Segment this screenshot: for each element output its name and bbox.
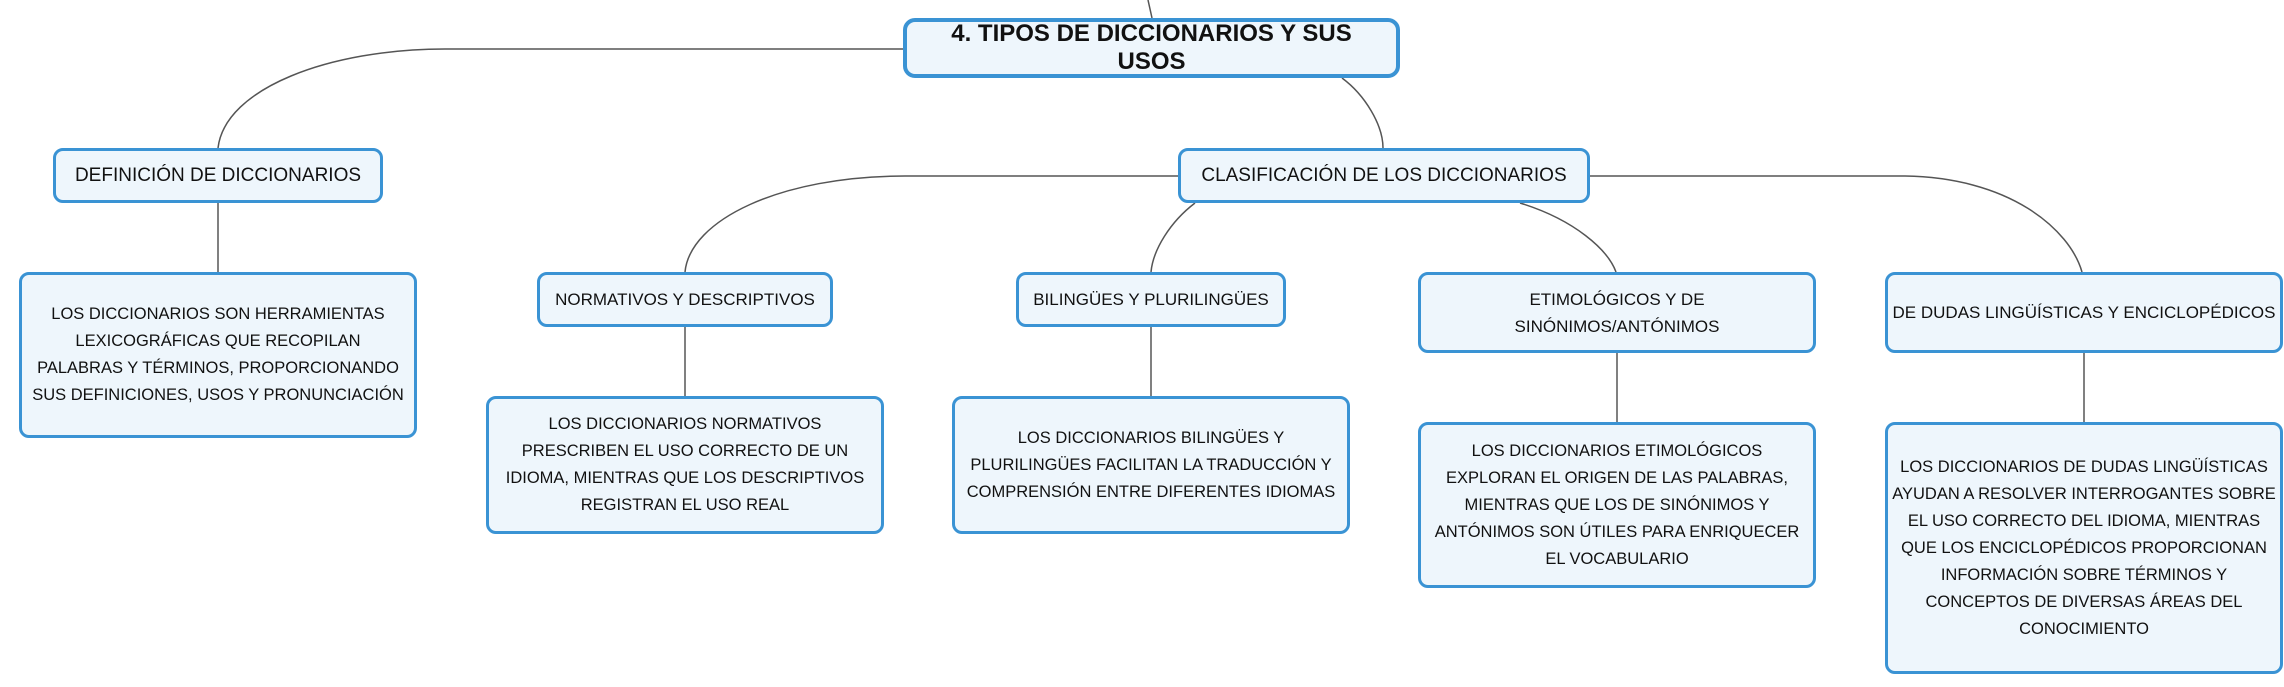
topic-definicion[interactable]: DEFINICIÓN DE DICCIONARIOS (53, 148, 383, 203)
topic-bilingues-label: BILINGÜES Y PLURILINGÜES (1033, 289, 1269, 309)
topic-normativos-text[interactable]: LOS DICCIONARIOS NORMATIVOS PRESCRIBEN E… (486, 396, 884, 534)
topic-definicion-label: DEFINICIÓN DE DICCIONARIOS (74, 164, 362, 186)
topic-etimologicos[interactable]: ETIMOLÓGICOS Y DE SINÓNIMOS/ANTÓNIMOS (1418, 272, 1816, 353)
edge-clasificacion-normativos (684, 175, 1178, 273)
topic-definicion-text[interactable]: LOS DICCIONARIOS SON HERRAMIENTAS LEXICO… (19, 272, 417, 438)
topic-bilingues[interactable]: BILINGÜES Y PLURILINGÜES (1016, 272, 1286, 327)
topic-bilingues-text-label: LOS DICCIONARIOS BILINGÜES Y PLURILINGÜE… (966, 428, 1336, 501)
topic-etimologicos-text[interactable]: LOS DICCIONARIOS ETIMOLÓGICOS EXPLORAN E… (1418, 422, 1816, 588)
edge-clasificacion-etimologicos (1519, 202, 1617, 273)
topic-dudas-text[interactable]: LOS DICCIONARIOS DE DUDAS LINGÜÍSTICAS A… (1885, 422, 2283, 674)
topic-normativos[interactable]: NORMATIVOS Y DESCRIPTIVOS (537, 272, 833, 327)
edge-clasificacion-bilingues (1150, 202, 1196, 273)
edge-root-clasificacion (1341, 77, 1384, 149)
topic-etimologicos-label: ETIMOLÓGICOS Y DE SINÓNIMOS/ANTÓNIMOS (1514, 289, 1720, 336)
topic-dudas-text-label: LOS DICCIONARIOS DE DUDAS LINGÜÍSTICAS A… (1892, 457, 2276, 638)
topic-clasificacion[interactable]: CLASIFICACIÓN DE LOS DICCIONARIOS (1178, 148, 1590, 203)
edge-root-parent (1147, 0, 1153, 19)
topic-etimologicos-text-label: LOS DICCIONARIOS ETIMOLÓGICOS EXPLORAN E… (1434, 441, 1800, 568)
topic-definicion-text-label: LOS DICCIONARIOS SON HERRAMIENTAS LEXICO… (32, 305, 404, 404)
root-topic-label: 4. TIPOS DE DICCIONARIOS Y SUS USOS (951, 20, 1352, 75)
root-topic[interactable]: 4. TIPOS DE DICCIONARIOS Y SUS USOS (903, 18, 1400, 78)
edge-root-definicion (217, 48, 905, 149)
edge-clasificacion-dudas (1590, 175, 2083, 273)
topic-normativos-text-label: LOS DICCIONARIOS NORMATIVOS PRESCRIBEN E… (505, 415, 865, 514)
topic-bilingues-text[interactable]: LOS DICCIONARIOS BILINGÜES Y PLURILINGÜE… (952, 396, 1350, 534)
topic-dudas[interactable]: DE DUDAS LINGÜÍSTICAS Y ENCICLOPÉDICOS (1885, 272, 2283, 353)
topic-dudas-label: DE DUDAS LINGÜÍSTICAS Y ENCICLOPÉDICOS (1892, 302, 2276, 322)
topic-clasificacion-label: CLASIFICACIÓN DE LOS DICCIONARIOS (1201, 164, 1567, 186)
topic-normativos-label: NORMATIVOS Y DESCRIPTIVOS (555, 289, 815, 309)
